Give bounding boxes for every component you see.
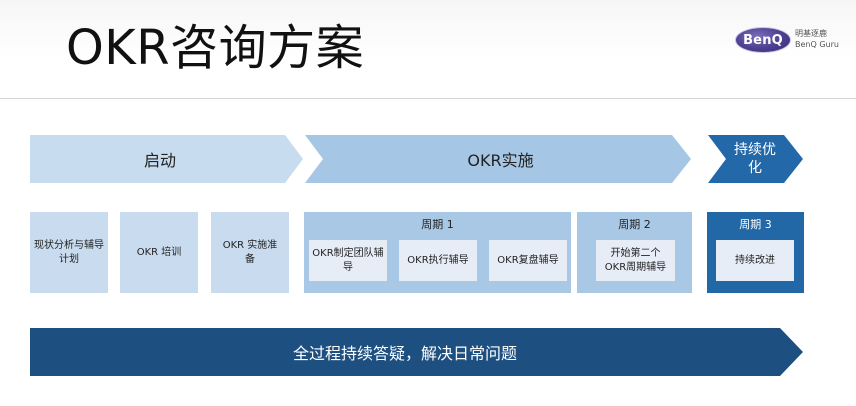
logo-caption: 明基逐鹿 BenQ Guru xyxy=(795,28,855,50)
phase-arrow-okr xyxy=(305,135,691,183)
phase-label-optimize: 持续优化 xyxy=(734,142,776,176)
start-step-1: 现状分析与辅导计划 xyxy=(34,239,104,265)
start-step-box-1 xyxy=(30,212,108,293)
start-step-3: OKR 实施准备 xyxy=(222,239,278,265)
cycle-1-item-box-1 xyxy=(309,240,387,281)
header-divider xyxy=(0,98,856,99)
benq-logo: BenQ xyxy=(735,27,791,53)
cycle-1-item-box-2 xyxy=(399,240,477,281)
cycle-1-item-2: OKR执行辅导 xyxy=(407,254,469,266)
cycle-2-header: 周期 2 xyxy=(618,218,651,231)
cycle-2-item-box-1 xyxy=(596,240,675,281)
phase-arrow-start xyxy=(30,135,303,183)
cycle-1-item-3: OKR复盘辅导 xyxy=(497,254,559,266)
logo-line-2: BenQ Guru xyxy=(795,40,839,49)
start-step-box-2 xyxy=(120,212,198,293)
banner-text: 全过程持续答疑，解决日常问题 xyxy=(292,344,517,363)
cycle-1-item-1: OKR制定团队辅导 xyxy=(312,247,384,273)
cycle-2-item-1: 开始第二个OKR周期辅导 xyxy=(604,247,667,273)
cycle-3-item-1: 持续改进 xyxy=(735,254,775,266)
cycle-3-header: 周期 3 xyxy=(739,218,772,231)
phase-arrow-optimize xyxy=(708,135,803,183)
start-step-2: OKR 培训 xyxy=(136,246,182,258)
cycle-1-item-box-3 xyxy=(489,240,567,281)
start-step-box-3 xyxy=(211,212,289,293)
banner-arrow xyxy=(30,328,803,376)
phase-label-start: 启动 xyxy=(143,151,176,170)
phase-label-okr: OKR实施 xyxy=(467,151,534,170)
logo-line-1: 明基逐鹿 xyxy=(795,29,827,38)
page-title: OKR咨询方案 xyxy=(66,20,365,76)
cycle-1-header: 周期 1 xyxy=(421,218,454,231)
header-band xyxy=(0,0,856,98)
cycle-3-item-box-1 xyxy=(716,240,794,281)
